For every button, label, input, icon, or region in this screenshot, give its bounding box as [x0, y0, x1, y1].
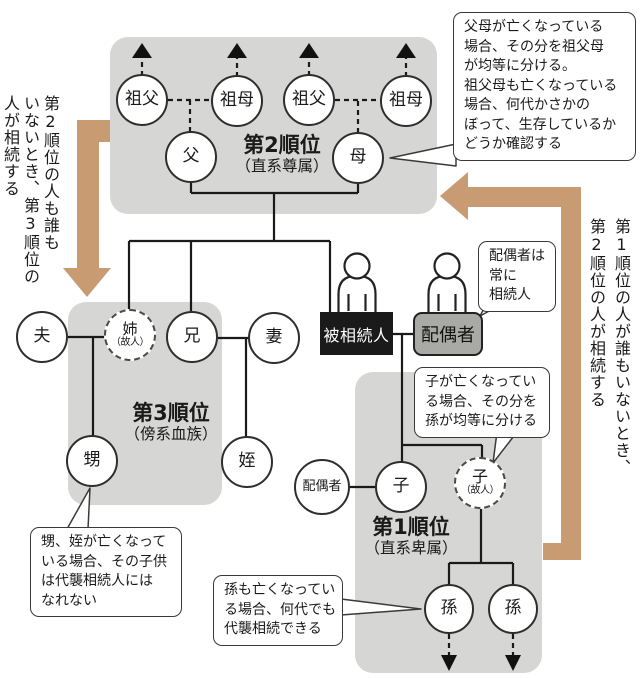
callout-nephew: 甥、姪が亡くなって いる場合、その子供 は代襲相続人には なれない [30, 527, 182, 617]
node-grandchild-1: 孫 [424, 584, 474, 634]
rank3-label: 第3順位 （傍系血族） [124, 401, 218, 444]
node-sister-deceased: 姉（故人） [104, 309, 156, 361]
dashed-lines [140, 57, 515, 656]
node-grandchild-2: 孫 [488, 584, 538, 634]
callout-grandparents: 父母が亡くなっている 場合、その分を祖父母 が均等に分ける。 祖父母も亡くなって… [453, 12, 636, 161]
callout-spouse: 配偶者は 常に 相続人 [478, 241, 556, 312]
node-child-spouse: 配偶者 [294, 459, 350, 515]
node-nephew: 甥 [66, 435, 118, 487]
side-note-left-col1: 第2順位の人も誰も [41, 95, 60, 251]
side-note-right-col1: 第1順位の人が誰もいないとき、 [612, 218, 631, 476]
brown-arrow-down-icon [63, 120, 111, 297]
side-note-left-col3: 人が相続する [1, 95, 20, 197]
callout-grandchild: 孫も亡くなってい る場合、何代でも 代襲相続できる [213, 575, 343, 646]
node-child: 子 [375, 461, 427, 513]
person-icon-spouse [427, 252, 467, 312]
callout-child: 子が亡くなってい る場合、その分を 孫が均等に分ける [414, 367, 550, 438]
down-arrow-icons [441, 655, 521, 671]
person-icon-deceased [337, 252, 377, 312]
up-arrow-icons [132, 43, 416, 58]
node-grandfather-1: 祖父 [116, 74, 168, 126]
rank1-label: 第1順位 （直系卑属） [364, 515, 458, 558]
node-spouse: 配偶者 [413, 312, 483, 356]
family-lines [68, 183, 515, 585]
node-husband: 夫 [16, 311, 68, 363]
node-father: 父 [165, 131, 217, 183]
brown-arrow-left-icon [440, 172, 581, 560]
node-grandfather-2: 祖父 [283, 74, 335, 126]
node-deceased-person: 被相続人 [320, 312, 393, 355]
side-note-right-col2: 第2順位の人が相続する [587, 218, 606, 408]
node-grandmother-1: 祖母 [211, 75, 263, 127]
panel-rank2 [110, 37, 437, 214]
node-child-deceased: 子（故人） [454, 457, 506, 509]
node-niece: 姪 [221, 436, 273, 488]
node-wife: 妻 [248, 312, 300, 364]
node-brother: 兄 [166, 311, 218, 363]
node-grandmother-2: 祖母 [380, 75, 432, 127]
node-mother: 母 [332, 132, 384, 184]
callout-tails [66, 143, 518, 616]
side-note-left-col2: いないとき、第3順位の [21, 95, 40, 285]
rank2-label: 第2順位 （直系尊属） [235, 133, 329, 176]
